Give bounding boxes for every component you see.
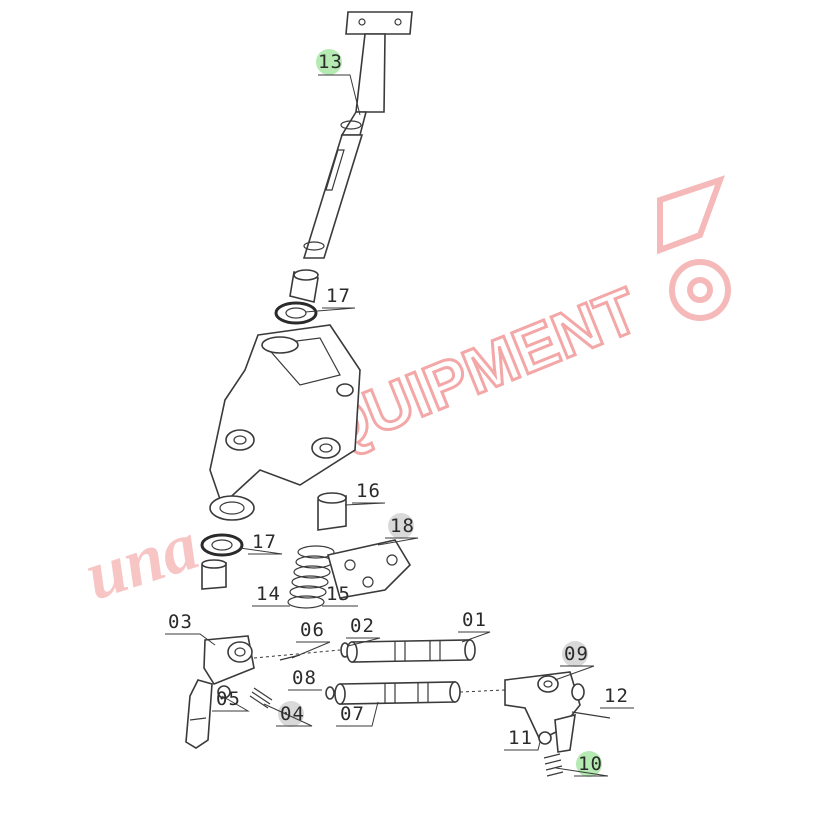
callout-label: 17	[252, 531, 277, 553]
callout-label: 12	[604, 685, 629, 707]
tractor-icon	[657, 175, 731, 321]
callout-15: 15	[322, 583, 358, 607]
callout-label: 01	[462, 609, 487, 631]
part-15-gasket	[327, 539, 412, 599]
callout-02: 02	[346, 615, 381, 647]
callout-06: 06	[291, 619, 331, 659]
callout-leader-line	[212, 695, 250, 712]
callout-17a: 17	[304, 285, 356, 313]
callout-01: 01	[458, 609, 491, 643]
part-01-spool	[346, 639, 476, 663]
watermark: una EQUIPMENT	[76, 175, 731, 615]
watermark-script-text: una	[76, 507, 207, 615]
callout-12: 12	[600, 685, 634, 709]
callout-highlight	[388, 513, 414, 539]
callout-leader-line	[346, 637, 381, 647]
callout-highlight	[562, 641, 588, 667]
steering-gear-housing	[209, 324, 361, 521]
part-12-pin	[571, 711, 611, 719]
callout-label: 09	[564, 643, 589, 665]
callout-label: 15	[326, 583, 351, 605]
callout-highlight	[316, 49, 342, 75]
callout-layer: 13 17 16 18 17 14 15 03 06 02 01 09 08 05 04 07 12 11 10	[165, 49, 634, 777]
callout-label: 04	[280, 703, 305, 725]
callout-14: 14	[252, 583, 290, 607]
callout-04: 04	[263, 701, 313, 727]
part-05-ball	[217, 685, 231, 699]
callout-05: 05	[212, 688, 250, 712]
callout-13: 13	[316, 49, 361, 116]
part-17-bearing-upper	[274, 269, 319, 325]
part-14-spring	[287, 545, 335, 609]
callout-09: 09	[554, 641, 595, 681]
callout-leader-line	[304, 307, 356, 313]
callout-leader-line	[344, 502, 386, 506]
part-13-shaft	[302, 11, 413, 259]
callout-label: 05	[216, 688, 241, 710]
callout-leader-line	[336, 701, 379, 727]
callout-08: 08	[288, 667, 322, 691]
part-10-spring	[543, 753, 564, 777]
part-11-ball	[538, 731, 552, 745]
callout-leader-line	[239, 547, 283, 555]
callout-label: 10	[578, 753, 603, 775]
callout-highlight	[278, 701, 304, 727]
callout-highlight	[576, 751, 602, 777]
part-06-pin	[253, 649, 341, 661]
callout-leader-line	[504, 741, 541, 751]
callout-label: 06	[300, 619, 325, 641]
callout-16: 16	[344, 480, 386, 506]
callout-03: 03	[165, 611, 216, 646]
callout-leader-line	[554, 665, 595, 681]
part-16-bushing	[317, 492, 347, 531]
callout-leader-line	[458, 631, 491, 643]
callout-label: 13	[318, 51, 343, 73]
callout-leader-line	[318, 74, 361, 116]
part-07-spool	[334, 681, 506, 705]
callout-11: 11	[504, 727, 541, 751]
callout-label: 07	[340, 703, 365, 725]
callout-10: 10	[555, 751, 609, 777]
callout-leader-line	[555, 767, 609, 777]
callout-18: 18	[377, 513, 419, 546]
callout-leader-line	[263, 703, 313, 727]
callout-label: 03	[168, 611, 193, 633]
part-03-lever-body	[185, 635, 255, 749]
part-08-seal	[325, 686, 335, 700]
callout-leader-line	[291, 641, 331, 659]
callout-label: 14	[256, 583, 281, 605]
callout-label: 17	[326, 285, 351, 307]
callout-leader-line	[377, 537, 419, 546]
part-17-bearing-lower	[200, 533, 244, 590]
callout-label: 02	[350, 615, 375, 637]
callout-label: 08	[292, 667, 317, 689]
part-09-valve-body	[504, 671, 585, 753]
callout-label: 11	[508, 727, 533, 749]
callout-label: 16	[356, 480, 381, 502]
callout-17b: 17	[239, 531, 283, 555]
callout-leader-line	[165, 633, 216, 646]
part-04-spring	[249, 687, 273, 709]
callout-07: 07	[336, 701, 379, 727]
callout-label: 18	[390, 515, 415, 537]
